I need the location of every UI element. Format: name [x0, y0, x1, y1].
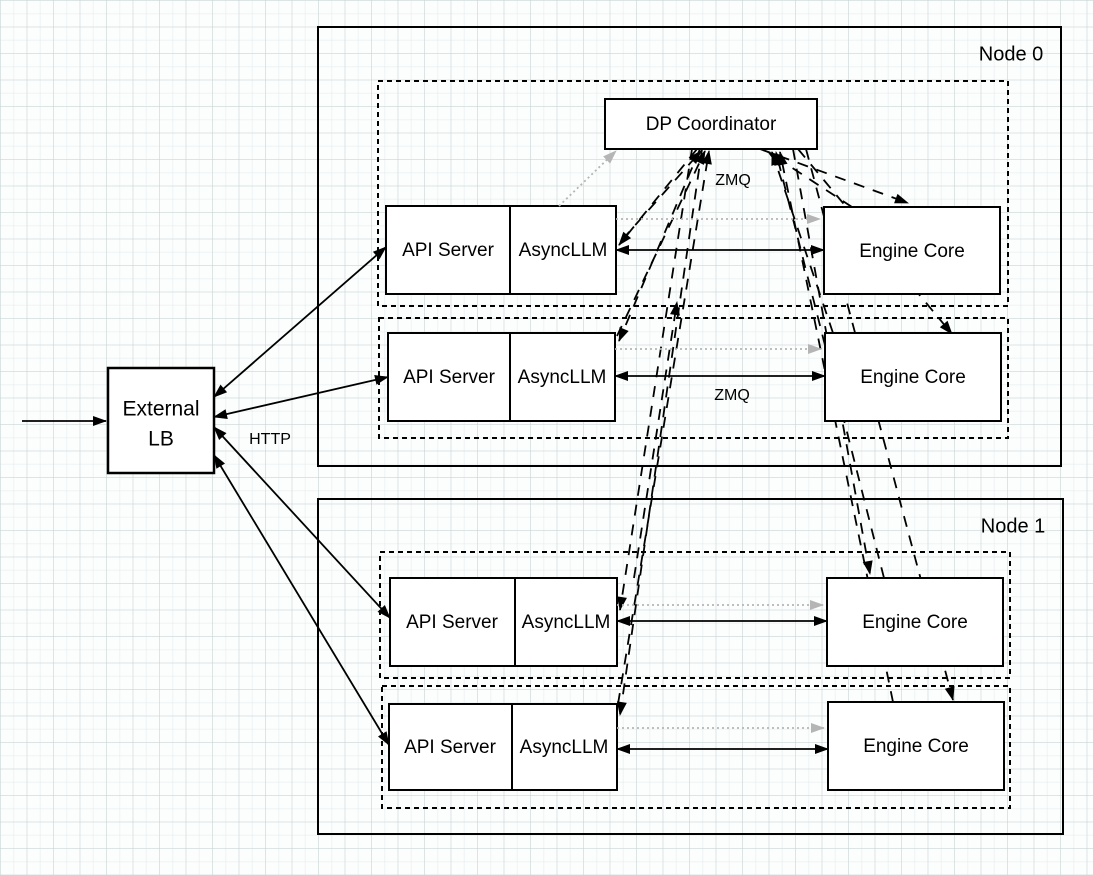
- edge-asyncllm-1-to-coordinator: [616, 150, 706, 337]
- asyncllm-label-0: AsyncLLM: [518, 240, 608, 262]
- asyncllm-box-0: [509, 205, 617, 295]
- rank0-dashed-box: [377, 80, 1009, 307]
- external-lb-label: External LB: [122, 395, 199, 456]
- http-edge-label: HTTP: [249, 431, 291, 448]
- asyncllm-label-1: AsyncLLM: [517, 367, 607, 389]
- edge-lb-api-2: [213, 426, 391, 619]
- rank1-dashed-box: [378, 317, 1009, 439]
- api-server-box-3: [388, 703, 513, 791]
- engine-core-label-0: Engine Core: [859, 241, 965, 263]
- engine-core-label-3: Engine Core: [863, 736, 969, 758]
- api-server-label-3: API Server: [404, 737, 496, 759]
- edge-lb-api-0: [213, 246, 387, 398]
- edge-asyncllm-2-to-coordinator: [633, 301, 680, 579]
- dp-coordinator-label: DP Coordinator: [645, 114, 777, 136]
- api-server-label-2: API Server: [406, 612, 498, 634]
- zmq-ipc-edge-label: ZMQ: [714, 387, 750, 404]
- engine-core-box-3: [827, 701, 1005, 791]
- engine-core-box-0: [823, 206, 1001, 295]
- asyncllm-box-2: [514, 577, 618, 667]
- external-lb-box: [106, 366, 216, 475]
- edge-coordinator-to-asyncllm-0: [618, 148, 698, 246]
- engine-core-box-2: [826, 577, 1004, 667]
- dp-coordinator-box: [604, 98, 818, 150]
- node1-title: Node 1: [980, 515, 1046, 538]
- edge-asyncllm-0-to-coordinator-dotted: [558, 150, 617, 207]
- edge-coordinator-to-engine-3: [805, 148, 955, 701]
- asyncllm-label-3: AsyncLLM: [519, 737, 609, 759]
- node0-title: Node 0: [978, 43, 1044, 66]
- engine-core-label-1: Engine Core: [860, 367, 966, 389]
- api-server-label-1: API Server: [403, 367, 495, 389]
- engine-core-label-2: Engine Core: [862, 612, 968, 634]
- asyncllm-label-2: AsyncLLM: [521, 612, 611, 634]
- external-lb-label-line2: LB: [148, 428, 174, 451]
- engine-core-box-1: [824, 332, 1002, 422]
- edge-asyncllm-3-to-coordinator: [617, 150, 712, 705]
- edge-coordinator-to-asyncllm-3: [616, 148, 703, 716]
- edge-engine-3-to-coordinator: [777, 151, 894, 703]
- rank3-dashed-box: [381, 685, 1011, 809]
- edge-coordinator-to-asyncllm-2: [617, 148, 693, 611]
- edge-lb-api-3: [213, 454, 390, 746]
- external-lb-label-line1: External: [122, 397, 200, 421]
- edge-lb-api-1: [213, 375, 389, 419]
- api-server-label-0: API Server: [402, 240, 494, 262]
- zmq-coordinator-edge-label: ZMQ: [715, 172, 751, 189]
- api-server-box-1: [387, 332, 511, 422]
